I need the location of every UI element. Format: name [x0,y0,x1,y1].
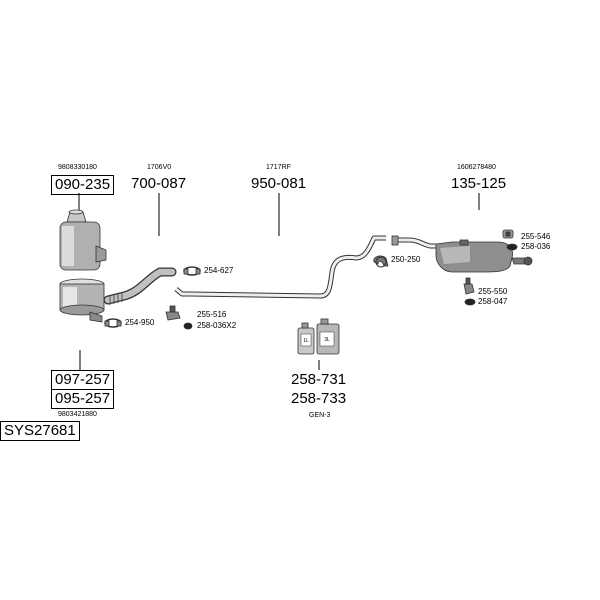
rubber-mount-icon-258-047 [464,298,476,306]
part-number-flex-pipe[interactable]: 700-087 [131,175,187,192]
accessory-250-250[interactable]: 250-250 [391,255,421,264]
bracket-icon-255-550 [463,277,475,295]
bracket-icon-255-546 [502,229,514,239]
oem-number-catalyst: 9803421880 [58,411,97,418]
can-large-icon [316,318,340,355]
accessory-255-516[interactable]: 255-516 [197,310,227,319]
bracket-icon-255-516 [165,305,181,321]
flex-pipe [103,267,177,305]
rear-silencer [391,235,533,273]
accessory-258-036x2[interactable]: 258-036X2 [197,321,237,330]
oem-number-filter: 9808330180 [58,164,97,171]
part-number-fluid-2[interactable]: 258-733 [291,390,347,407]
part-number-middle-pipe[interactable]: 950-081 [251,175,307,192]
gasket-icon-250-250 [373,255,389,268]
oem-number-middle-pipe: 1717RF [266,164,291,171]
can-large-label: 3L [324,337,330,343]
middle-pipe [174,235,386,299]
accessory-255-550[interactable]: 255-550 [478,287,508,296]
part-number-rear-silencer[interactable]: 135-125 [451,175,507,192]
accessory-258-036[interactable]: 258-036 [521,242,551,251]
accessory-255-546[interactable]: 255-546 [521,232,551,241]
oem-number-rear-silencer: 1606278480 [457,164,496,171]
part-number-catalyst-alt[interactable]: 095-257 [51,389,115,409]
can-small-icon [297,322,315,355]
rubber-mount-icon-258-036 [506,243,518,251]
oem-number-flex-pipe: 1706V0 [147,164,172,171]
part-number-filter[interactable]: 090-235 [51,175,115,195]
leader-lines [78,193,480,370]
accessory-254-627[interactable]: 254-627 [204,266,234,275]
clamp-icon-254-950 [104,318,122,328]
rubber-mount-icon-258-036x2 [183,322,193,330]
can-small-label: 1L [303,338,309,344]
system-code: SYS27681 [0,421,80,441]
part-number-catalyst[interactable]: 097-257 [51,370,115,390]
particulate-filter [59,209,107,271]
clamp-icon-254-627 [183,266,201,276]
accessory-258-047[interactable]: 258-047 [478,297,508,306]
accessory-254-950[interactable]: 254-950 [125,318,155,327]
catalytic-converter [59,278,105,323]
part-number-fluid-1[interactable]: 258-731 [291,371,347,388]
fluid-cans [297,318,340,355]
fluid-note: GEN-3 [309,412,331,419]
